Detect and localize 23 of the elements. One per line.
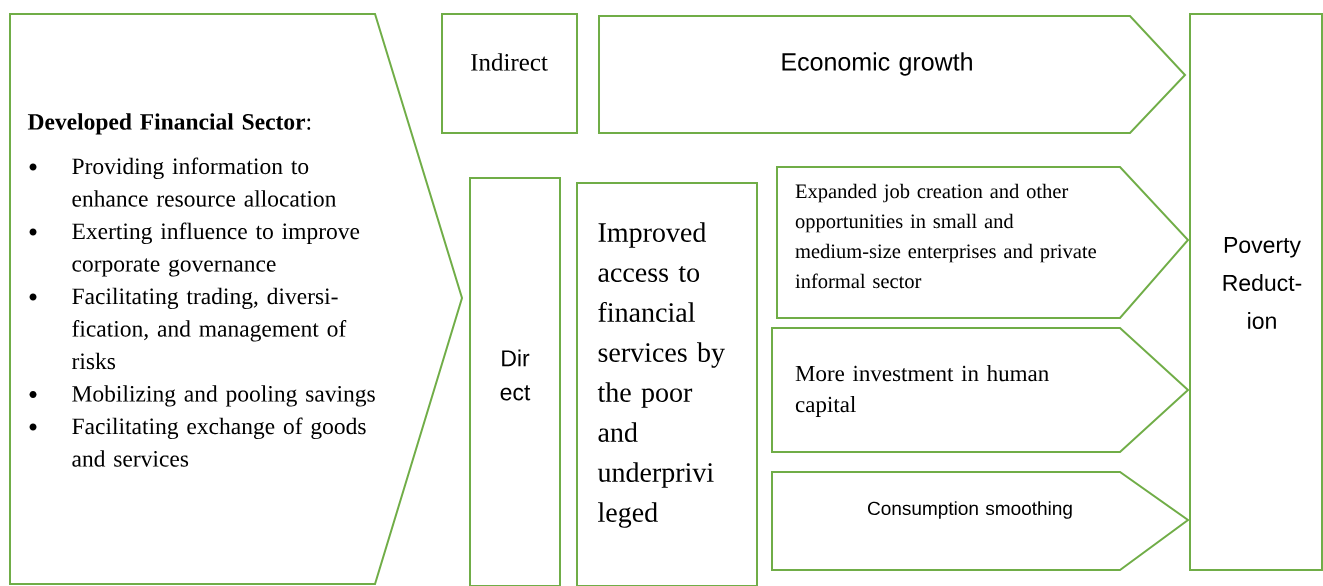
node-text: Indirect bbox=[471, 53, 548, 71]
node-text: Economic growth bbox=[782, 52, 972, 76]
bullet-item: Exerting influence to improve corporate governance bbox=[72, 222, 360, 277]
chevron-box bbox=[771, 327, 1190, 453]
text-box bbox=[469, 177, 561, 586]
chevron-box bbox=[771, 471, 1190, 571]
text-box bbox=[1189, 13, 1323, 571]
bullet-item: Providing information to enhance resource allocation bbox=[72, 157, 337, 207]
node-text: Consumption smoothing bbox=[868, 501, 1072, 519]
node-text: More investment in human capital bbox=[795, 365, 1049, 417]
chevron-box bbox=[9, 13, 464, 585]
bullet-item: Facilitating trading, diversi- fication, and management of risks bbox=[72, 287, 347, 370]
chevron-box bbox=[776, 166, 1190, 319]
text-box bbox=[576, 182, 758, 586]
node-text: Expanded job creation and other opportunities in small and medium-size enterprises and private informal sector bbox=[795, 183, 1096, 289]
bullet-item: Facilitating exchange of goods and services bbox=[72, 417, 366, 467]
node-text: Dir ect bbox=[500, 349, 531, 401]
node-text: Improved access to financial services by the poor and underprivi leged bbox=[597, 222, 725, 528]
heading: Developed Financial Sector: bbox=[27, 113, 311, 135]
text-box bbox=[441, 13, 578, 134]
chevron-box bbox=[598, 15, 1187, 134]
bullet-item: Mobilizing and pooling savings bbox=[72, 385, 375, 407]
node-text: Poverty Reduct- ion bbox=[1223, 236, 1302, 329]
